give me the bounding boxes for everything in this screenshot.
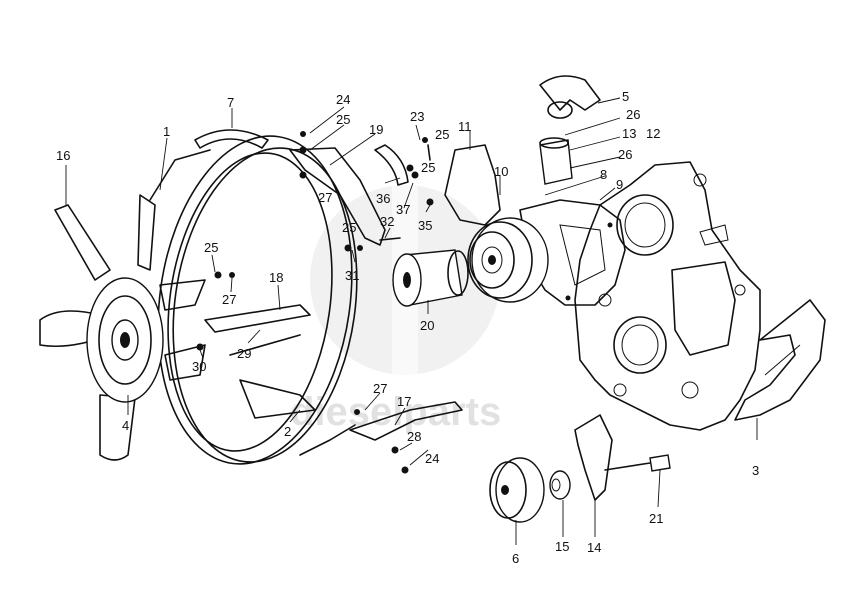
washer-part (549, 470, 571, 500)
label-7: 7 (227, 95, 234, 110)
label-29: 29 (237, 346, 251, 361)
label-19: 19 (369, 122, 383, 137)
label-31: 31 (345, 268, 359, 283)
gasket-part (734, 299, 826, 421)
label-13: 13 (622, 126, 636, 141)
label-9: 9 (616, 177, 623, 192)
fan-spacer (392, 249, 469, 307)
thermostat-elbow (539, 75, 601, 119)
label-27-c: 27 (373, 381, 387, 396)
part-labels: 1 2 3 4 5 6 7 8 9 10 11 12 13 14 15 16 1… (56, 89, 759, 566)
label-25-d: 25 (342, 220, 356, 235)
shroud-bracket-upper (289, 147, 386, 246)
hose-sleeve (539, 137, 573, 185)
label-12: 12 (646, 126, 660, 141)
label-1: 1 (163, 124, 170, 139)
label-5: 5 (622, 89, 629, 104)
leader-lines (65, 97, 758, 545)
label-23: 23 (410, 109, 424, 124)
label-32: 32 (380, 214, 394, 229)
timing-cover-housing (574, 161, 761, 431)
label-21: 21 (649, 511, 663, 526)
bolt-part (604, 454, 671, 472)
label-26-a: 26 (626, 107, 640, 122)
label-36: 36 (376, 191, 390, 206)
label-15: 15 (555, 539, 569, 554)
label-18: 18 (269, 270, 283, 285)
label-24-top: 24 (336, 92, 350, 107)
label-37: 37 (396, 202, 410, 217)
label-27-b: 27 (222, 292, 236, 307)
label-30: 30 (192, 359, 206, 374)
label-10: 10 (494, 164, 508, 179)
label-3: 3 (752, 463, 759, 478)
fasteners (196, 131, 434, 474)
label-16: 16 (56, 148, 70, 163)
shroud-segment (194, 129, 269, 149)
label-25-c: 25 (421, 160, 435, 175)
watermark-text: dieselparts (290, 390, 501, 434)
tensioner-bracket (574, 414, 613, 501)
label-20: 20 (420, 318, 434, 333)
label-2: 2 (284, 424, 291, 439)
label-25-a: 25 (336, 112, 350, 127)
label-6: 6 (512, 551, 519, 566)
label-14: 14 (587, 540, 601, 555)
label-25-e: 25 (204, 240, 218, 255)
label-25-b: 25 (435, 127, 449, 142)
label-17: 17 (397, 394, 411, 409)
cooling-fan (39, 194, 206, 461)
label-28: 28 (407, 429, 421, 444)
shroud-bracket-side (204, 304, 316, 419)
label-24-bottom: 24 (425, 451, 439, 466)
label-35: 35 (418, 218, 432, 233)
label-26-b: 26 (618, 147, 632, 162)
bypass-hose (374, 144, 409, 186)
shroud-bracket-lower (349, 401, 463, 441)
label-11: 11 (458, 119, 472, 134)
thermostat-housing (444, 144, 501, 226)
label-8: 8 (600, 167, 607, 182)
label-4: 4 (122, 418, 129, 433)
crank-pulley (489, 457, 545, 523)
water-pump-pulley (467, 217, 549, 303)
label-27-a: 27 (318, 190, 332, 205)
